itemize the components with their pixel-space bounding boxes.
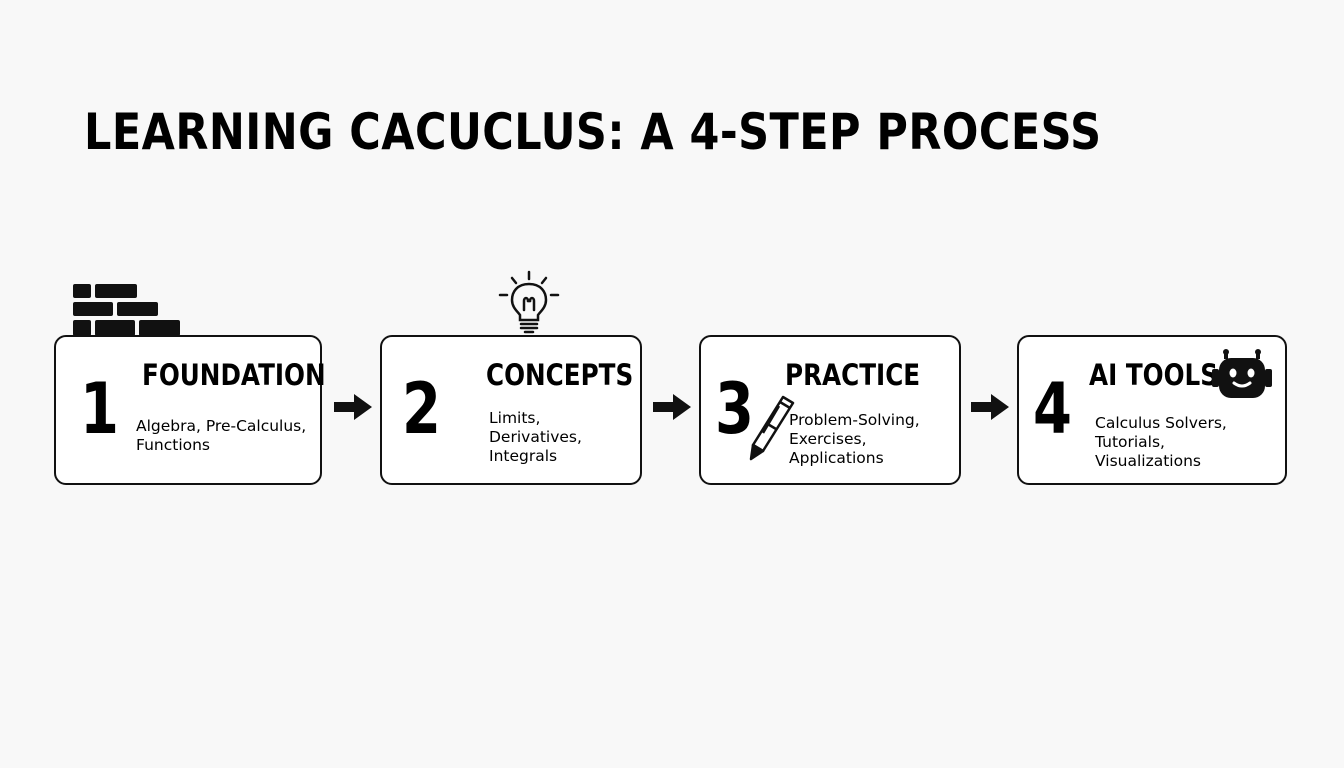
step-card-concepts: 2 CONCEPTS Limits, Derivatives, Integral… [380, 335, 642, 485]
step-number: 2 [402, 368, 441, 450]
step-card-foundation: 1 FOUNDATION Algebra, Pre-Calculus, Func… [54, 335, 326, 485]
arrow-right-icon [653, 394, 691, 420]
step-number: 4 [1033, 368, 1072, 450]
lightbulb-icon [498, 270, 560, 334]
step-description: Problem-Solving, Exercises, Applications [789, 411, 920, 467]
step-card-practice: 3 PRACTICE Problem-Solving, Exercises, A… [699, 335, 961, 485]
robot-icon [1212, 349, 1272, 398]
step-title: PRACTICE [785, 358, 921, 392]
step-title: CONCEPTS [486, 358, 634, 392]
brick-wall-icon [73, 284, 180, 336]
pencil-icon [749, 395, 795, 461]
arrow-right-icon [334, 394, 372, 420]
step-description: Limits, Derivatives, Integrals [489, 409, 582, 465]
step-number: 1 [80, 368, 119, 450]
step-title: AI TOOLS [1089, 358, 1219, 392]
step-number: 3 [715, 368, 754, 450]
step-description: Calculus Solvers, Tutorials, Visualizati… [1095, 414, 1227, 470]
step-description: Algebra, Pre-Calculus, Functions [136, 417, 307, 454]
step-title: FOUNDATION [142, 358, 326, 392]
page-title: LEARNING CACUCLUS: A 4-STEP PROCESS [84, 103, 1102, 161]
arrow-right-icon [971, 394, 1009, 420]
step-card-ai-tools: 4 AI TOOLS Calculus Solvers, Tutorials, … [1017, 335, 1287, 485]
